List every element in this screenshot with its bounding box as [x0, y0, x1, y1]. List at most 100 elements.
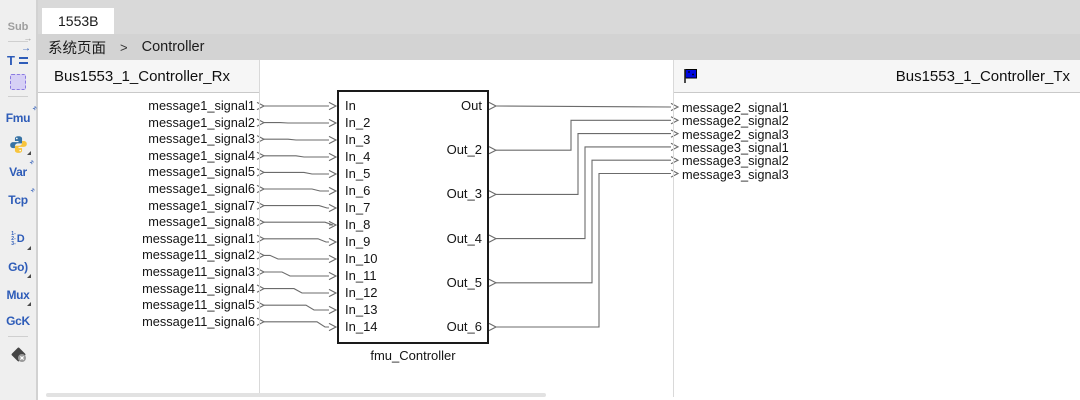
port-chevron-icon	[488, 322, 498, 332]
arrowhead-icon	[328, 305, 338, 315]
wire[interactable]	[264, 238, 329, 243]
signal-label[interactable]: message1_signal2	[148, 114, 255, 130]
tab-bar: 1553B	[38, 0, 1080, 34]
numbered-list-d-tool[interactable]: 1-2-3-D	[0, 227, 36, 251]
wire[interactable]	[264, 304, 329, 311]
input-port-label[interactable]: In_13	[345, 302, 378, 317]
port-chevron-icon	[488, 101, 498, 111]
var-tool[interactable]: Var››	[0, 159, 36, 184]
tx-panel-border	[673, 60, 674, 397]
signal-label[interactable]: message11_signal3	[142, 264, 255, 279]
port-chevron-icon	[488, 146, 498, 155]
fmu-tool[interactable]: Fmu››	[0, 105, 39, 130]
arrowhead-icon	[328, 271, 338, 281]
signal-label[interactable]: message11_signal5	[142, 297, 255, 313]
input-port-label[interactable]: In_8	[345, 217, 371, 232]
delete-diamond-icon	[11, 347, 26, 362]
input-port-label[interactable]: In_10	[345, 251, 378, 266]
arrowhead-icon	[328, 322, 338, 332]
wire[interactable]	[264, 254, 329, 260]
wire[interactable]	[496, 172, 671, 328]
signal-label[interactable]: message1_signal3	[148, 131, 255, 147]
input-port-label[interactable]: In_5	[345, 166, 371, 181]
wire[interactable]	[264, 138, 329, 141]
tx-panel-header: Bus1553_1_Controller_Tx	[673, 60, 1080, 93]
output-port-label[interactable]: Out_6	[446, 319, 482, 334]
arrowhead-icon	[328, 203, 338, 213]
text-arrow-tool[interactable]: T→	[0, 43, 36, 71]
tab-1553b[interactable]: 1553B	[42, 8, 115, 34]
signal-label[interactable]: message11_signal4	[142, 280, 255, 296]
signal-label[interactable]: message3_signal1	[682, 139, 789, 155]
wire[interactable]	[496, 133, 671, 195]
signal-label[interactable]: message11_signal1	[142, 230, 255, 246]
python-tool[interactable]	[0, 132, 36, 156]
output-port-label[interactable]: Out	[461, 98, 482, 113]
rx-panel-header: Bus1553_1_Controller_Rx	[38, 60, 259, 93]
signal-label[interactable]: message3_signal3	[682, 166, 789, 182]
signal-label[interactable]: message2_signal3	[682, 126, 789, 142]
numbered-list-d-icon: 1-2-3-D	[11, 230, 25, 247]
signal-label[interactable]: message1_signal5	[148, 164, 255, 180]
rx-panel-title: Bus1553_1_Controller_Rx	[54, 67, 230, 85]
port-chevron-icon	[488, 234, 498, 243]
gck-tool[interactable]: GcK	[0, 309, 36, 333]
input-port-label[interactable]: In_11	[345, 268, 377, 283]
wire[interactable]	[264, 188, 329, 192]
signal-label[interactable]: message2_signal1	[682, 100, 789, 115]
input-port-label[interactable]: In_3	[345, 132, 371, 147]
output-port-label[interactable]: Out_5	[446, 274, 482, 290]
output-port-label[interactable]: Out_3	[446, 186, 482, 202]
diagram-canvas[interactable]: Bus1553_1_Controller_Rx Bus1553_1_Contro…	[38, 60, 1080, 400]
breadcrumb-item-system-page[interactable]: 系统页面	[48, 40, 106, 57]
wire[interactable]	[264, 221, 334, 226]
signal-label[interactable]: message1_signal6	[148, 181, 255, 196]
port-chevron-icon	[488, 278, 498, 287]
wire[interactable]	[496, 146, 671, 240]
text-arrow-icon: T→	[7, 43, 31, 68]
breadcrumb-separator: >	[120, 39, 128, 55]
wire[interactable]	[264, 171, 329, 175]
signal-label[interactable]: message3_signal2	[682, 153, 789, 169]
region-select-tool[interactable]	[0, 70, 36, 94]
input-port-label[interactable]: In	[345, 98, 356, 113]
wire[interactable]	[264, 271, 329, 277]
wire[interactable]	[264, 205, 329, 209]
subsystem-tool[interactable]: Sub→	[0, 15, 36, 43]
mux-tool[interactable]: Mux	[0, 283, 36, 307]
signal-label[interactable]: message1_signal1	[148, 98, 255, 113]
delete-diamond-tool[interactable]	[0, 342, 36, 366]
signal-label[interactable]: message1_signal8	[148, 214, 255, 230]
signal-label[interactable]: message11_signal2	[142, 247, 255, 263]
input-port-label[interactable]: In_14	[345, 319, 378, 334]
wire[interactable]	[264, 321, 329, 328]
signal-label[interactable]: message2_signal2	[682, 113, 789, 129]
wire[interactable]	[496, 159, 671, 284]
wire[interactable]	[264, 155, 329, 158]
sidebar-divider	[8, 96, 28, 97]
input-port-label[interactable]: In_12	[345, 285, 378, 300]
gck-icon: GcK	[6, 314, 30, 328]
input-port-label[interactable]: In_6	[345, 183, 371, 198]
input-port-label[interactable]: In_2	[345, 115, 371, 130]
input-port-label[interactable]: In_9	[345, 234, 371, 249]
breadcrumb-item-controller[interactable]: Controller	[141, 39, 205, 55]
arrowhead-icon	[328, 237, 338, 247]
go-tool[interactable]: Go)	[0, 255, 36, 279]
tcp-tool[interactable]: Tcp››	[0, 187, 37, 212]
output-port-label[interactable]: Out_2	[446, 142, 482, 158]
wire[interactable]	[264, 288, 329, 294]
flag-icon	[682, 68, 699, 84]
input-port-label[interactable]: In_7	[345, 200, 371, 215]
wire[interactable]	[495, 105, 672, 108]
signal-label[interactable]: message11_signal6	[142, 313, 255, 329]
signal-label[interactable]: message1_signal7	[148, 197, 255, 213]
horizontal-scrollbar[interactable]	[46, 393, 546, 397]
signal-label[interactable]: message1_signal4	[148, 147, 255, 163]
input-port-label[interactable]: In_4	[345, 149, 371, 164]
output-port-label[interactable]: Out_4	[446, 230, 482, 246]
breadcrumb: 系统页面 > Controller	[38, 34, 1080, 60]
wire[interactable]	[496, 119, 671, 151]
